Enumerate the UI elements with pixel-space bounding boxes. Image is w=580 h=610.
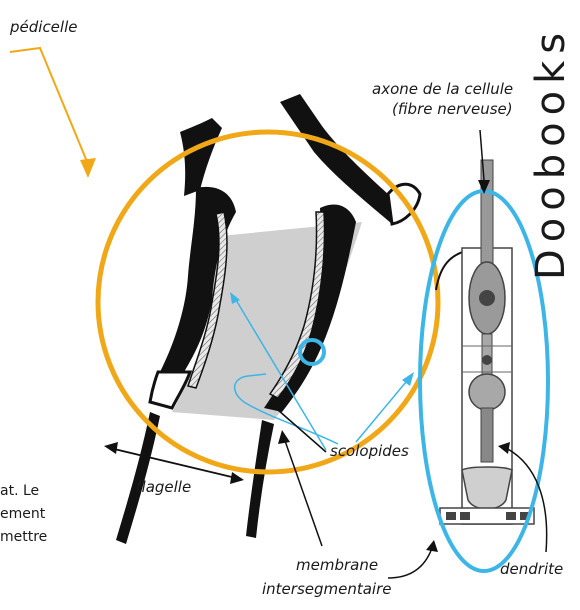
- cropped-text-line2: ement: [0, 503, 45, 525]
- scolopale-rod: [481, 408, 493, 462]
- label-flagelle: flagelle: [136, 478, 191, 497]
- label-axone-line2: (fibre nerveuse): [392, 100, 513, 119]
- upper-right-cuticle: [280, 94, 404, 224]
- label-membrane-line1: membrane: [296, 556, 378, 575]
- side-vertical-title: Doobooks: [528, 26, 574, 280]
- scolopides-bracket: [278, 410, 326, 452]
- membrane-arrowhead: [278, 430, 290, 444]
- label-pedicelle: pédicelle: [10, 18, 77, 37]
- attachment-nucleus: [469, 374, 505, 410]
- label-scolopides: scolopides: [330, 442, 409, 461]
- cap-cell: [462, 467, 512, 509]
- base-cell-2: [460, 512, 470, 520]
- label-axone-line1: axone de la cellule: [372, 80, 513, 99]
- cropped-text-line1: at. Le: [0, 480, 39, 502]
- pedicelle-arrowhead: [80, 158, 96, 178]
- membrane-curve-arrowhead: [426, 540, 438, 552]
- base-cell-3: [506, 512, 516, 520]
- membrane-arrow: [284, 438, 322, 546]
- base-cell-1: [446, 512, 456, 520]
- cropped-text-line3: mettre: [0, 526, 47, 548]
- label-dendrite: dendrite: [500, 560, 563, 579]
- membrane-curve-arrow: [388, 548, 432, 578]
- scolopale-cap-nucleus: [482, 355, 492, 365]
- flagellum-right: [246, 420, 274, 538]
- flagelle-arrowhead-right: [230, 472, 244, 484]
- upper-left-cuticle: [180, 118, 222, 196]
- label-membrane-line2: intersegmentaire: [262, 580, 392, 599]
- cell-nucleus: [479, 290, 495, 306]
- flagelle-arrowhead-left: [104, 442, 118, 454]
- pedicelle-arrow: [10, 48, 88, 164]
